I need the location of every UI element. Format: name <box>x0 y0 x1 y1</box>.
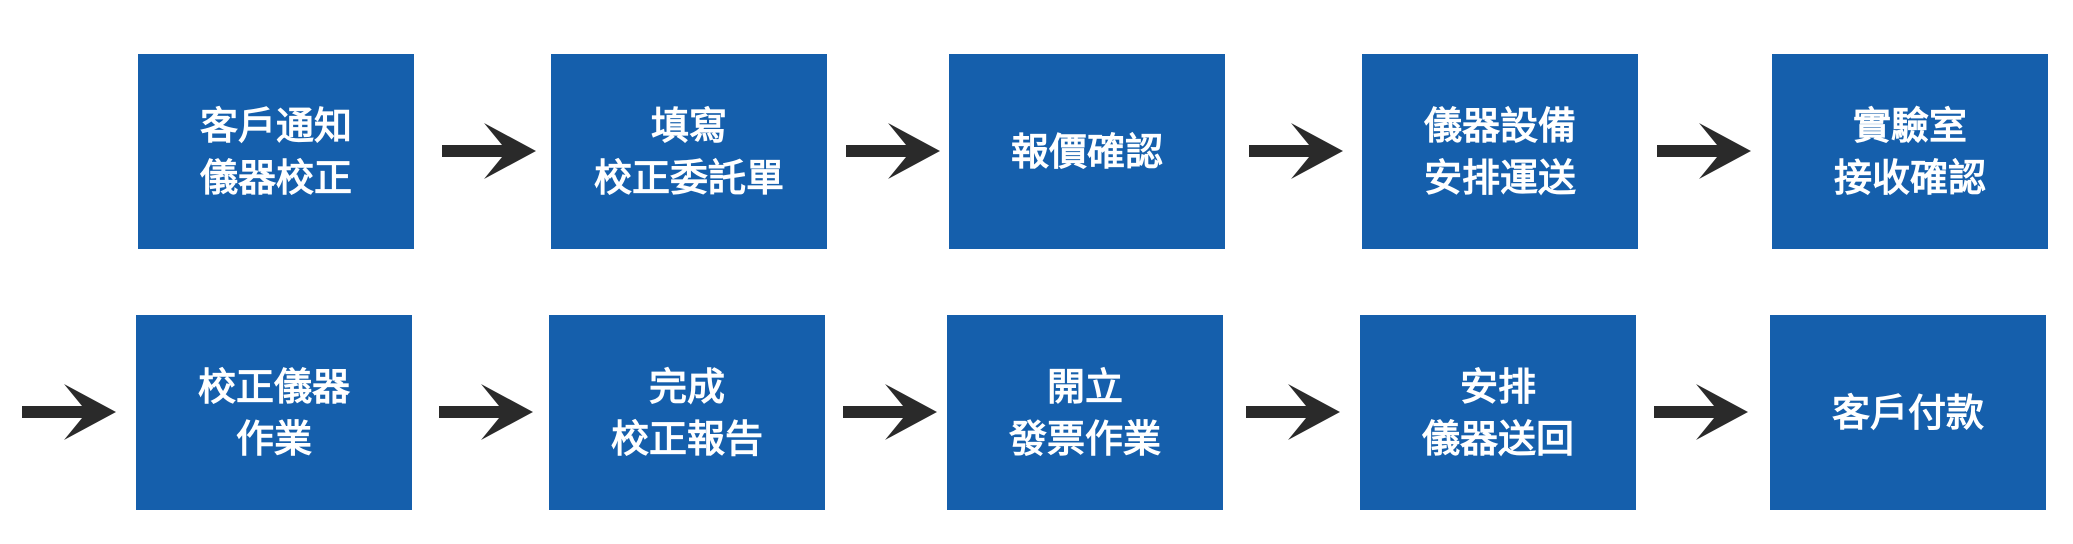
step-6-line-2: 作業 <box>235 416 312 461</box>
arrow-right-icon <box>22 384 116 440</box>
arrow-right-icon <box>1654 384 1748 440</box>
step-7-line-2: 校正報告 <box>610 416 763 461</box>
step-box-5: 實驗室 接收確認 <box>1772 54 2048 249</box>
arrow-right-icon <box>1246 384 1340 440</box>
arrow-right-icon <box>439 384 533 440</box>
step-9-line-2: 儀器送回 <box>1421 416 1574 461</box>
step-9-line-1: 安排 <box>1459 364 1536 409</box>
step-1-line-1: 客戶通知 <box>199 103 352 148</box>
step-10-line-1: 客戶付款 <box>1831 390 1984 435</box>
step-6-line-1: 校正儀器 <box>197 364 350 409</box>
step-box-4: 儀器設備 安排運送 <box>1362 54 1638 249</box>
step-4-line-1: 儀器設備 <box>1423 103 1576 148</box>
arrow-right-icon <box>442 123 536 179</box>
arrow-right-icon <box>846 123 940 179</box>
step-4-line-2: 安排運送 <box>1423 155 1576 200</box>
step-box-3: 報價確認 <box>949 54 1225 249</box>
step-2-line-1: 填寫 <box>650 103 727 148</box>
arrow-right-icon <box>1249 123 1343 179</box>
step-2-line-2: 校正委託單 <box>593 155 784 200</box>
step-box-8: 開立 發票作業 <box>947 315 1223 510</box>
arrow-right-icon <box>843 384 937 440</box>
step-7-line-1: 完成 <box>648 364 725 409</box>
step-box-9: 安排 儀器送回 <box>1360 315 1636 510</box>
step-8-line-1: 開立 <box>1046 364 1123 409</box>
step-1-line-2: 儀器校正 <box>199 155 352 200</box>
step-box-2: 填寫 校正委託單 <box>551 54 827 249</box>
step-box-10: 客戶付款 <box>1770 315 2046 510</box>
step-box-1: 客戶通知 儀器校正 <box>138 54 414 249</box>
step-box-6: 校正儀器 作業 <box>136 315 412 510</box>
step-5-line-1: 實驗室 <box>1852 103 1967 148</box>
step-8-line-2: 發票作業 <box>1008 416 1161 461</box>
arrow-right-icon <box>1657 123 1751 179</box>
step-3-line-1: 報價確認 <box>1010 129 1163 174</box>
step-box-7: 完成 校正報告 <box>549 315 825 510</box>
step-5-line-2: 接收確認 <box>1833 155 1986 200</box>
